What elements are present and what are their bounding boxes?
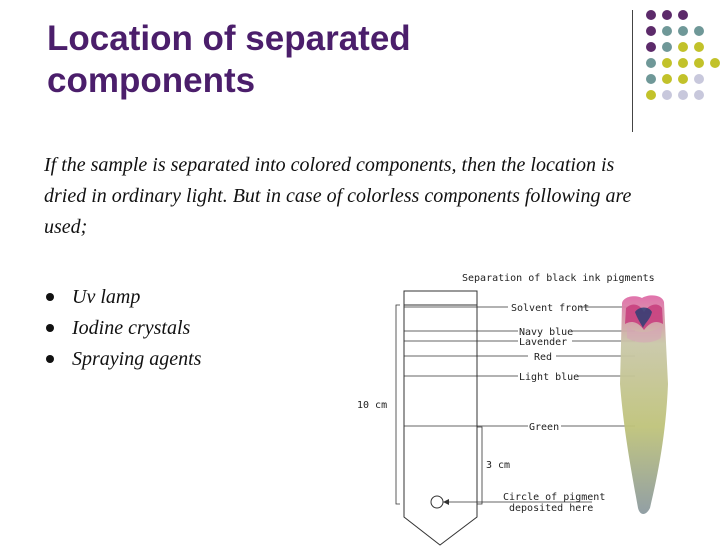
dot (678, 58, 688, 68)
figure-heading: Separation of black ink pigments (462, 273, 655, 284)
dot (678, 74, 688, 84)
dot (662, 42, 672, 52)
dot (662, 26, 672, 36)
paper-strip-outline (403, 290, 478, 546)
dot (662, 58, 672, 68)
bullet-icon (46, 293, 54, 301)
bullet-item: Spraying agents (44, 344, 201, 375)
dim-10cm: 10 cm (357, 400, 387, 411)
bullet-icon (46, 324, 54, 332)
dot (678, 90, 688, 100)
pigment-circle (430, 495, 444, 509)
dot (662, 90, 672, 100)
dot (646, 26, 656, 36)
dot (678, 10, 688, 20)
label-green: Green (529, 422, 559, 433)
dot (646, 42, 656, 52)
dot (694, 26, 704, 36)
bullet-item: Iodine crystals (44, 313, 201, 344)
dimension-bracket-3cm (477, 426, 483, 505)
dot (646, 74, 656, 84)
bullet-text: Uv lamp (72, 286, 141, 308)
dot (678, 42, 688, 52)
chromatography-diagram: Separation of black ink pigments Solvent… (357, 273, 668, 546)
dot (646, 58, 656, 68)
decorative-dot-grid (646, 10, 726, 110)
dimension-bracket-10cm (395, 304, 400, 505)
label-red: Red (534, 352, 552, 363)
title-divider (632, 10, 633, 132)
label-lavender: Lavender (519, 337, 567, 348)
label-navy-blue: Navy blue (519, 327, 573, 338)
dot (646, 10, 656, 20)
chromatogram-strip (620, 295, 668, 514)
dot (662, 10, 672, 20)
bullet-item: Uv lamp (44, 282, 201, 313)
label-light-blue: Light blue (519, 372, 579, 383)
bullet-text: Iodine crystals (72, 317, 191, 339)
dot (662, 74, 672, 84)
dot (678, 26, 688, 36)
bullet-text: Spraying agents (72, 348, 202, 370)
dim-3cm: 3 cm (486, 460, 510, 471)
dot (694, 58, 704, 68)
label-pigment-line1: Circle of pigment (503, 492, 605, 503)
dot (694, 90, 704, 100)
bullet-icon (46, 355, 54, 363)
label-pigment-line2: deposited here (509, 503, 593, 514)
label-solvent-front: Solvent front (511, 303, 589, 314)
body-paragraph: If the sample is separated into colored … (44, 154, 632, 238)
dot (710, 58, 720, 68)
dot (694, 74, 704, 84)
slide-title: Location of separated components (47, 19, 411, 100)
dot (694, 42, 704, 52)
arrow-head-icon (443, 499, 449, 505)
bullet-list: Uv lamp Iodine crystals Spraying agents (44, 282, 201, 375)
dot (646, 90, 656, 100)
